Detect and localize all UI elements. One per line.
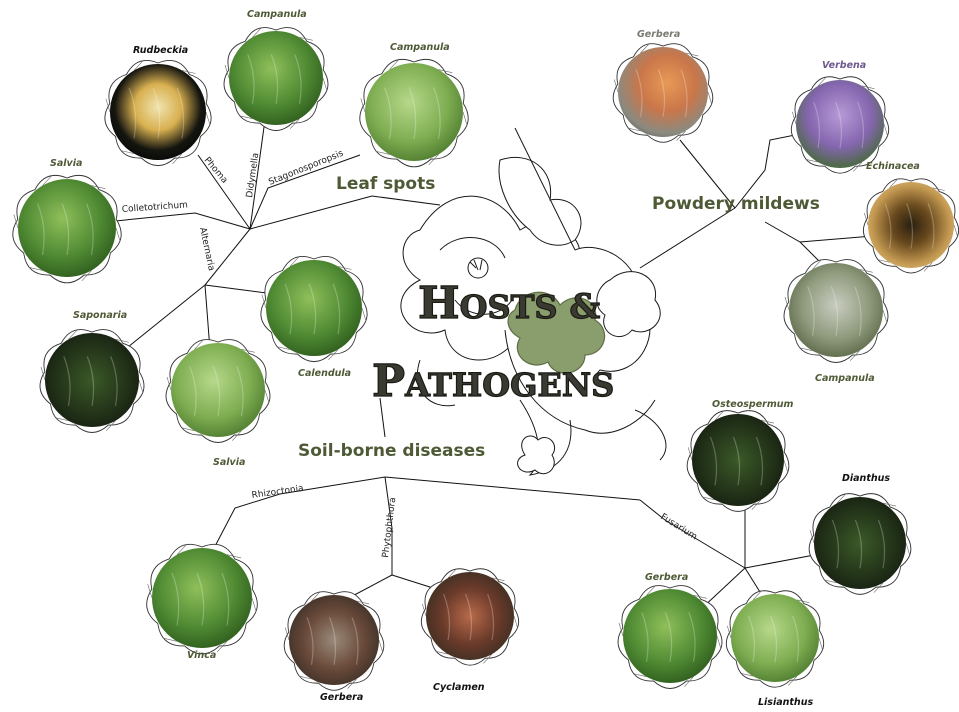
group-label-leaf-spots: Leaf spots xyxy=(336,174,435,194)
host-label-vinca: Vinca xyxy=(187,650,216,661)
line-saponaria xyxy=(128,285,205,347)
host-photo-calendula xyxy=(261,256,367,361)
host-label-calendula: Calendula xyxy=(298,368,351,379)
line-soil-trunk xyxy=(385,477,640,500)
host-label-gerbera-1: Gerbera xyxy=(637,29,680,40)
host-photo-salvia-1 xyxy=(13,175,121,283)
host-label-verbena: Verbena xyxy=(822,60,866,71)
host-photo-campanula-2 xyxy=(360,59,468,167)
host-photo-gerbera-1 xyxy=(613,44,713,143)
host-photo-image-saponaria xyxy=(45,333,139,427)
host-photo-image-campanula-2 xyxy=(365,63,463,161)
host-photo-image-vinca xyxy=(152,548,252,648)
pathogen-label-colletotrichum: Colletotrichum xyxy=(122,200,189,215)
host-label-campanula-2: Campanula xyxy=(390,42,450,53)
host-photo-saponaria xyxy=(40,329,144,432)
pathogen-label-alternaria: Alternaria xyxy=(197,227,216,272)
pathogen-label-fusarium: Fusarium xyxy=(658,512,698,542)
host-label-salvia-1: Salvia xyxy=(50,158,82,169)
host-photo-image-rudbeckia xyxy=(110,64,206,160)
line-mildew-hub xyxy=(640,208,735,268)
host-photo-image-calendula xyxy=(266,260,362,356)
host-photo-dianthus xyxy=(809,493,911,594)
host-label-gerbera-2: Gerbera xyxy=(645,572,688,583)
host-label-rudbeckia: Rudbeckia xyxy=(133,45,188,56)
host-photo-image-gerbera-3 xyxy=(289,595,379,685)
host-label-campanula-1: Campanula xyxy=(247,9,307,20)
host-photo-image-osteospermum xyxy=(692,414,784,506)
line-colletotrichum xyxy=(105,213,250,229)
pathogen-label-rhizoctonia: Rhizoctonia xyxy=(251,484,304,501)
host-photo-image-cyclamen xyxy=(426,572,514,660)
pathogen-label-phytophthora: Phytophthora xyxy=(381,497,398,559)
host-photo-image-campanula-3 xyxy=(789,263,883,357)
host-label-osteospermum: Osteospermum xyxy=(712,399,793,410)
host-label-dianthus: Dianthus xyxy=(842,473,890,484)
line-leafspots-hub xyxy=(372,196,440,205)
host-photo-salvia-2 xyxy=(166,339,270,442)
host-label-gerbera-3: Gerbera xyxy=(320,692,363,703)
host-photo-campanula-1 xyxy=(224,27,328,130)
host-photo-image-verbena xyxy=(796,80,884,168)
host-photo-image-lisianthus xyxy=(731,594,819,682)
host-label-campanula-3: Campanula xyxy=(815,373,875,384)
host-photo-image-echinacea xyxy=(868,182,954,268)
host-photo-image-dianthus xyxy=(814,497,906,589)
group-label-soil-borne: Soil-borne diseases xyxy=(298,441,485,461)
host-label-saponaria: Saponaria xyxy=(73,310,127,321)
host-photo-image-salvia-2 xyxy=(171,343,265,437)
host-photo-echinacea xyxy=(863,179,958,273)
pathogen-label-stagonosporopsis: Stagonosporopsis xyxy=(267,149,345,188)
pathogen-label-didymella: Didymella xyxy=(245,152,261,198)
host-label-echinacea: Echinacea xyxy=(866,161,920,172)
host-photo-image-gerbera-1 xyxy=(618,47,708,137)
host-photo-cyclamen xyxy=(421,569,518,666)
host-label-salvia-2: Salvia xyxy=(213,457,245,468)
group-label-powdery-mildews: Powdery mildews xyxy=(652,194,820,214)
pathogen-label-phoma: Phoma xyxy=(202,156,230,186)
host-photo-campanula-3 xyxy=(784,259,888,362)
line-leafspots-trunk xyxy=(250,196,372,229)
host-photo-gerbera-2 xyxy=(618,585,722,688)
host-photo-verbena xyxy=(791,77,888,174)
host-label-cyclamen: Cyclamen xyxy=(433,682,485,693)
host-photo-osteospermum xyxy=(687,410,789,511)
host-photo-vinca xyxy=(147,544,258,654)
host-photo-image-gerbera-2 xyxy=(623,589,717,683)
host-photo-lisianthus xyxy=(726,591,823,688)
host-photo-rudbeckia xyxy=(105,60,211,165)
host-photo-image-salvia-1 xyxy=(18,179,116,277)
host-label-lisianthus: Lisianthus xyxy=(758,697,813,708)
host-photo-gerbera-3 xyxy=(284,592,384,691)
host-photo-image-campanula-1 xyxy=(229,31,323,125)
